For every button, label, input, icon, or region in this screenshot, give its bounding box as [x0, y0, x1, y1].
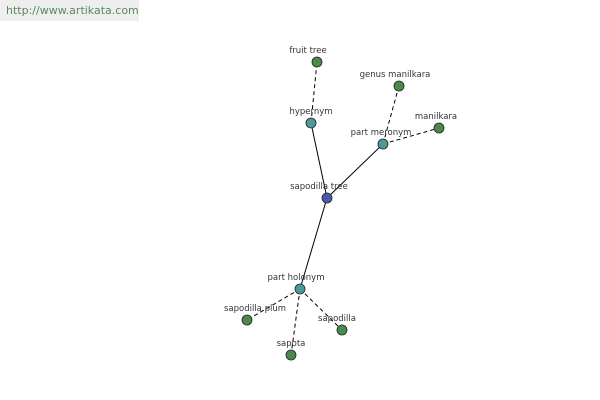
node-marker-sapodilla-plum[interactable]: [241, 314, 253, 326]
edge-sapodilla-tree-part-meronym: [326, 143, 384, 199]
node-marker-sapodilla-tree[interactable]: [321, 192, 333, 204]
edge-part-meronym-manilkara: [382, 127, 440, 145]
node-label-part-holonym[interactable]: part holonym: [268, 273, 325, 283]
node-marker-part-holonym[interactable]: [294, 283, 306, 295]
node-label-part-meronym[interactable]: part meronym: [351, 128, 412, 138]
graph-nodes: sapodilla tree hypernym part meronym part h…: [224, 46, 457, 361]
node-label-sapodilla-tree[interactable]: sapodilla tree: [290, 182, 348, 192]
node-fruit-tree[interactable]: fruit tree: [289, 46, 327, 68]
node-marker-genus-manilkara[interactable]: [393, 80, 405, 92]
node-marker-part-meronym[interactable]: [377, 138, 389, 150]
node-label-hypernym[interactable]: hypernym: [289, 107, 332, 117]
edge-hypernym-fruit-tree: [310, 61, 318, 124]
edge-sapodilla-tree-hypernym: [310, 122, 328, 199]
node-manilkara[interactable]: manilkara: [415, 112, 457, 134]
node-marker-manilkara[interactable]: [433, 122, 445, 134]
edge-sapodilla-tree-part-holonym: [299, 197, 328, 290]
node-marker-sapota[interactable]: [285, 349, 297, 361]
node-label-genus-manilkara[interactable]: genus manilkara: [360, 70, 431, 80]
node-part-meronym[interactable]: part meronym: [351, 128, 412, 150]
node-label-sapota[interactable]: sapota: [277, 339, 306, 349]
node-marker-hypernym[interactable]: [305, 117, 317, 129]
graph-edges: [246, 61, 440, 356]
node-label-sapodilla[interactable]: sapodilla: [318, 314, 356, 324]
node-hypernym[interactable]: hypernym: [289, 107, 333, 129]
node-sapota[interactable]: sapota: [277, 339, 306, 361]
edge-part-holonym-sapodilla-plum: [246, 288, 301, 321]
watermark-url[interactable]: http://www.artikata.com: [0, 0, 139, 21]
node-sapodilla-plum[interactable]: sapodilla plum: [224, 304, 286, 326]
node-sapodilla-tree[interactable]: sapodilla tree: [290, 182, 348, 204]
node-label-fruit-tree[interactable]: fruit tree: [289, 46, 326, 56]
node-marker-sapodilla[interactable]: [336, 324, 348, 336]
node-label-manilkara[interactable]: manilkara: [415, 112, 457, 122]
node-part-holonym[interactable]: part holonym: [268, 273, 325, 295]
edge-part-meronym-genus-manilkara: [382, 85, 400, 145]
node-marker-fruit-tree[interactable]: [311, 56, 323, 68]
node-label-sapodilla-plum[interactable]: sapodilla plum: [224, 304, 286, 314]
node-genus-manilkara[interactable]: genus manilkara: [360, 70, 431, 92]
node-sapodilla[interactable]: sapodilla: [318, 314, 356, 336]
edge-part-holonym-sapodilla: [299, 288, 343, 331]
